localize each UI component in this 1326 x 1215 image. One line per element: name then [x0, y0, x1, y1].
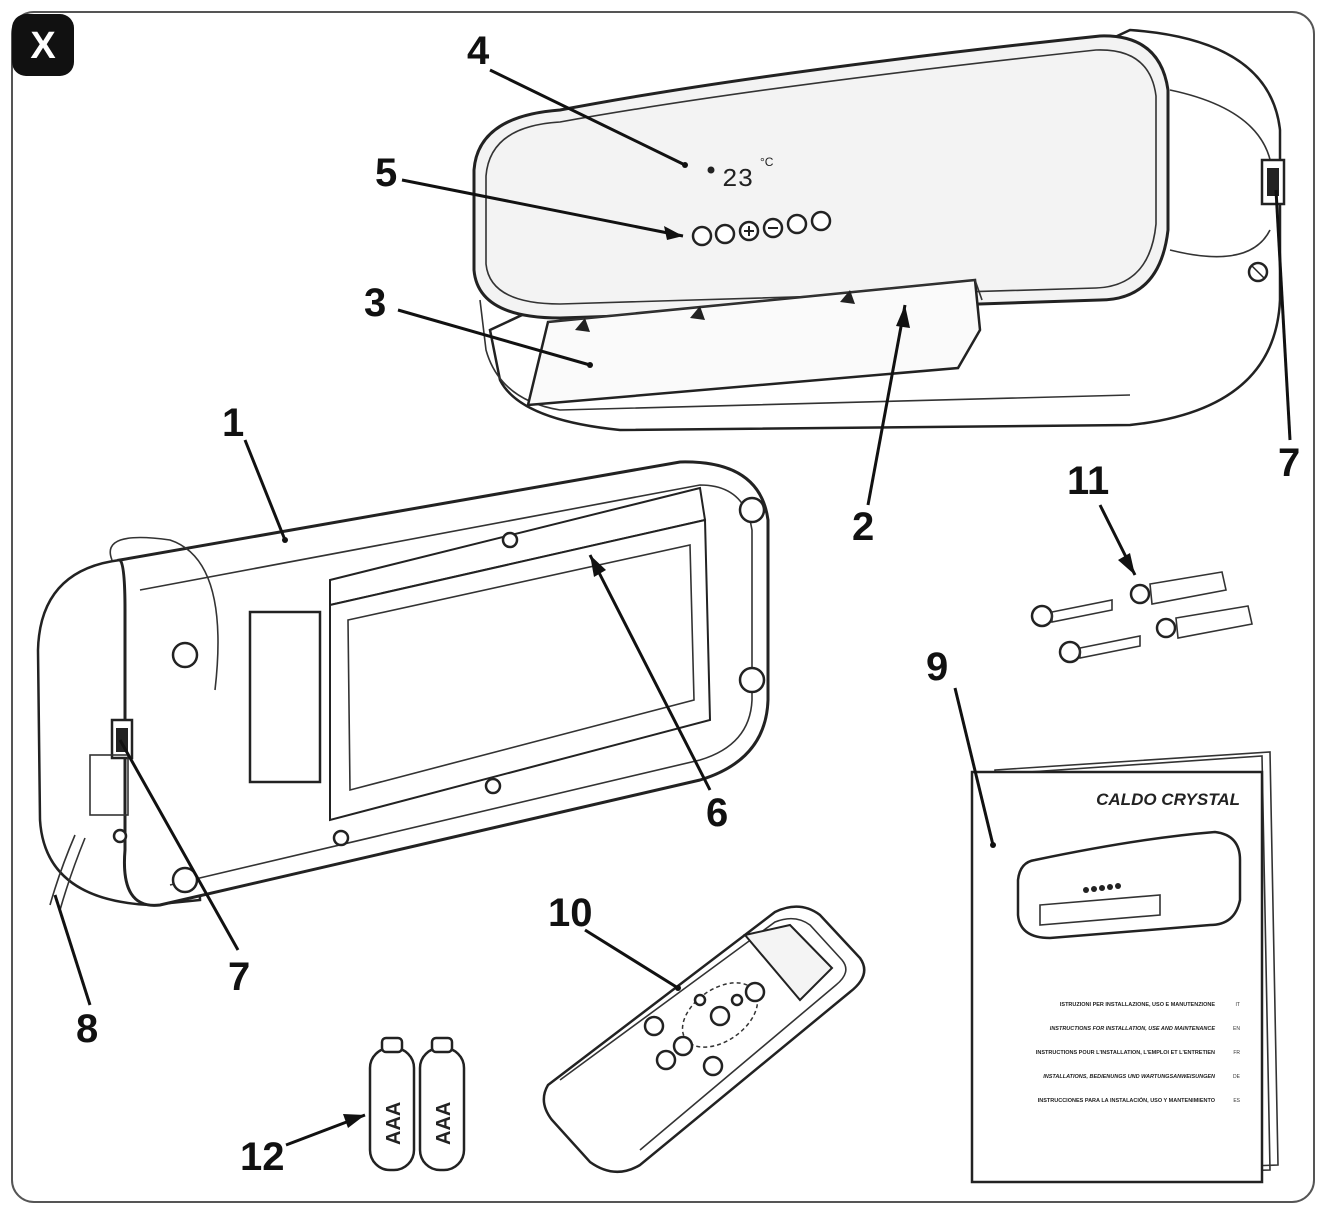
callout-numbers: 4 5 3 2 7 1 6 7 8 9 10 11 12: [76, 29, 1300, 1179]
screw-hole: [484, 777, 502, 795]
cord-loop: [109, 536, 219, 691]
power-cord: [49, 834, 76, 906]
switch-rocker: [1267, 168, 1279, 196]
callout-11: 11: [1067, 459, 1109, 503]
display-unit: °C: [760, 155, 774, 169]
display-dot: [707, 166, 715, 174]
callout-7-left: 7: [228, 955, 250, 999]
remote-screen: [743, 923, 834, 1002]
callout-1: 1: [222, 401, 244, 445]
back-recess: [329, 518, 712, 822]
battery-2-label: AAA: [433, 1102, 455, 1145]
leader-lines: [53, 68, 1292, 1147]
panel-badge: X: [12, 14, 74, 76]
manual-heater-illustration: [1016, 830, 1242, 940]
callout-10: 10: [548, 891, 593, 935]
mode-button-icon: [786, 213, 808, 235]
heater-back: [36, 460, 770, 911]
display-temperature: 23: [722, 164, 753, 194]
mount-stud: [738, 666, 766, 694]
manual-line-5: INSTRUCCIONES PARA LA INSTALACIÓN, USO Y…: [1038, 1096, 1216, 1104]
callout-2: 2: [852, 505, 874, 549]
badge-text: X: [30, 25, 56, 67]
mount-stud: [171, 641, 199, 669]
manual-line-2: INSTRUCTIONS FOR INSTALLATION, USE AND M…: [1050, 1026, 1216, 1032]
callout-9: 9: [926, 645, 948, 689]
screw-hole: [501, 531, 519, 549]
callout-8: 8: [76, 1007, 98, 1051]
manual-line-1: ISTRUZIONI PER INSTALLAZIONE, USO E MANU…: [1060, 1002, 1215, 1008]
manual-code-1: IT: [1236, 1002, 1240, 1008]
heater-front: 23 °C: [472, 28, 1286, 432]
manual-title: CALDO CRYSTAL: [1096, 790, 1240, 809]
control-panel: [691, 210, 832, 247]
manual-line-3: INSTRUCTIONS POUR L'INSTALLATION, L'EMPL…: [1036, 1050, 1215, 1056]
manual-code-3: FR: [1233, 1050, 1240, 1056]
callout-7-right: 7: [1278, 441, 1300, 485]
callout-12: 12: [240, 1135, 285, 1179]
instruction-manual: CALDO CRYSTAL ISTRUZIONI PER INSTALLAZIO…: [970, 751, 1279, 1184]
mount-stud: [738, 496, 766, 524]
manual-line-4: INSTALLATIONS, BEDIENUNGS UND WARTUNGSAN…: [1043, 1074, 1216, 1080]
batteries: AAA AAA: [368, 1036, 466, 1172]
battery-1-label: AAA: [383, 1102, 405, 1145]
oscillation-button-icon: [714, 223, 736, 245]
remote-control: [542, 905, 866, 1173]
callout-3: 3: [364, 281, 386, 325]
screw-hole: [332, 829, 350, 847]
manual-code-5: ES: [1233, 1098, 1240, 1104]
power-button-icon: [691, 225, 713, 247]
side-vent: [248, 610, 322, 784]
callout-6: 6: [706, 791, 728, 835]
manual-code-4: DE: [1233, 1074, 1241, 1080]
callout-5: 5: [375, 151, 397, 195]
callout-4: 4: [467, 29, 490, 73]
manual-code-2: EN: [1233, 1026, 1240, 1032]
screws-and-wall-anchors: [1030, 571, 1253, 664]
rating-plate: [89, 754, 129, 816]
timer-button-icon: [810, 210, 832, 232]
